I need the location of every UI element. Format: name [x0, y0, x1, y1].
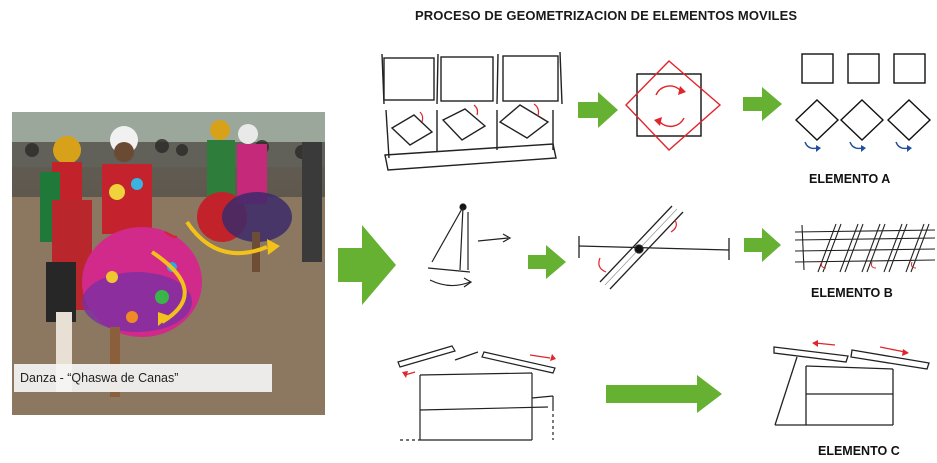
arrow-a1 [578, 92, 618, 128]
element-b-geometry [794, 223, 936, 273]
sketch-a-panels [381, 51, 563, 171]
sketch-a-rotation [625, 60, 722, 151]
sketch-c-roof [397, 345, 556, 441]
element-c-geometry [773, 346, 930, 426]
arrow-c [606, 375, 722, 413]
arrow-b1 [528, 245, 566, 279]
arrow-b2 [744, 228, 781, 262]
main-process-arrow [338, 225, 396, 305]
element-a-geometry [794, 53, 932, 141]
element-a-label: ELEMENTO A [809, 172, 891, 186]
arrow-a2 [743, 87, 782, 121]
element-b-label: ELEMENTO B [811, 286, 893, 300]
diagram-title: PROCESO DE GEOMETRIZACION DE ELEMENTOS M… [415, 8, 798, 23]
element-c-label: ELEMENTO C [818, 444, 900, 458]
sketch-b-axle [578, 205, 730, 290]
photo-caption: Danza - “Qhaswa de Canas” [14, 364, 272, 392]
sketch-b-pendulum [427, 203, 512, 288]
